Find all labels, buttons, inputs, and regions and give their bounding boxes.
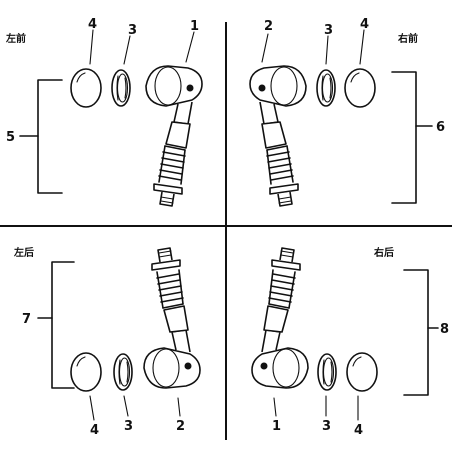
rear-left-part-3-label: 3 — [124, 419, 133, 434]
rear-left-group-bracket — [51, 261, 75, 389]
front-left-part-1-label: 1 — [190, 19, 199, 34]
rear-left-part-4-label: 4 — [90, 423, 99, 438]
quadrant-label-rear-right: 右后 — [373, 246, 394, 259]
rear-right-cap — [346, 352, 378, 392]
rear-right-part-1-label: 1 — [272, 419, 281, 434]
rear-right-part-3-label: 3 — [322, 419, 331, 434]
front-right-part-3-label: 3 — [324, 23, 333, 38]
front-right-group-label: 6 — [436, 120, 445, 135]
front-right-assembly: 右前 2 3 4 6 — [249, 17, 445, 207]
front-left-group-label: 5 — [6, 130, 15, 145]
front-left-cap — [70, 68, 102, 108]
front-left-part-3-label: 3 — [128, 23, 137, 38]
front-right-group-bracket — [391, 71, 417, 204]
front-left-assembly: 左前 4 3 1 5 — [5, 17, 203, 207]
rear-right-group-bracket — [403, 269, 429, 396]
rear-right-part-4-label: 4 — [354, 423, 363, 438]
front-right-housing — [249, 65, 307, 207]
front-left-housing — [145, 65, 203, 207]
front-right-gasket — [316, 69, 336, 107]
front-left-gasket — [111, 69, 131, 107]
rear-right-gasket — [317, 353, 337, 391]
rear-left-group-label: 7 — [22, 312, 31, 327]
quadrant-label-rear-left: 左后 — [13, 246, 34, 259]
front-right-part-2-label: 2 — [264, 19, 273, 34]
rear-right-assembly: 右后 1 3 4 8 — [251, 246, 449, 438]
front-left-group-bracket — [37, 79, 63, 194]
quadrant-label-front-right: 右前 — [397, 32, 418, 45]
rear-right-housing — [251, 247, 309, 389]
rear-right-group-label: 8 — [440, 322, 449, 337]
rear-left-housing — [143, 247, 201, 389]
front-right-cap — [344, 68, 376, 108]
front-left-part-4-label: 4 — [88, 17, 97, 32]
rear-left-assembly: 左后 4 3 2 7 — [13, 246, 201, 438]
front-right-part-4-label: 4 — [360, 17, 369, 32]
rear-left-cap — [70, 352, 102, 392]
quadrant-label-front-left: 左前 — [5, 32, 26, 45]
rear-left-gasket — [113, 353, 133, 391]
rear-left-part-2-label: 2 — [176, 419, 185, 434]
